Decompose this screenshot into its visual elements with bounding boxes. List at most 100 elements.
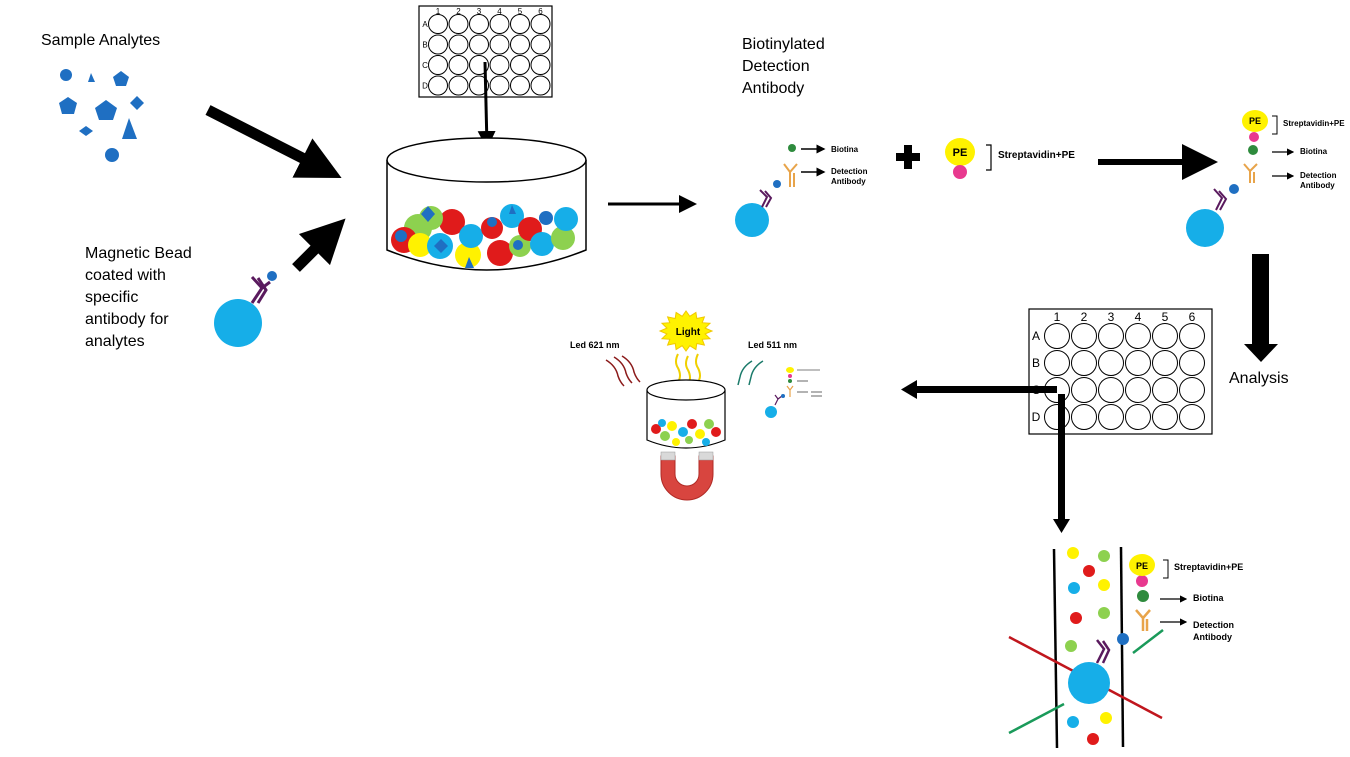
plate-well bbox=[510, 34, 530, 55]
plate-well bbox=[1071, 377, 1097, 403]
plate-well bbox=[1044, 323, 1070, 349]
flow-cell bbox=[1008, 546, 1188, 749]
analyte-diamond bbox=[79, 126, 93, 136]
magnetic-bead-line-1: Magnetic Bead bbox=[85, 245, 192, 262]
plate-well bbox=[1125, 350, 1151, 376]
plate-row-label: A bbox=[422, 20, 428, 29]
biotinylated-line-1: Biotinylated bbox=[742, 36, 825, 53]
plate-well bbox=[448, 14, 469, 34]
plate-row-label: B bbox=[1032, 356, 1040, 370]
led-621-label: Led 621 nm bbox=[570, 340, 620, 350]
analyte-triangle bbox=[88, 73, 95, 82]
plate-well bbox=[530, 34, 551, 55]
plate-well bbox=[489, 34, 510, 55]
detection-antibody-1-line-2: Antibody bbox=[831, 177, 866, 186]
plate-column-label: 5 bbox=[518, 7, 523, 16]
light-label: Light bbox=[676, 327, 701, 338]
arrow-plate-to-flowcell bbox=[1053, 394, 1070, 533]
plate-well bbox=[1152, 404, 1178, 430]
plate-column-label: 1 bbox=[436, 7, 441, 16]
plate-well bbox=[530, 55, 551, 75]
green-laser bbox=[1008, 702, 1065, 735]
streptavidin-pe-label-1: Streptavidin+PE bbox=[998, 150, 1075, 161]
plate-column-label: 5 bbox=[1162, 310, 1169, 324]
well-beads bbox=[391, 204, 578, 268]
pe-label-2: PE bbox=[1249, 116, 1261, 126]
biotinylated-line-2: Detection bbox=[742, 58, 810, 75]
magnetic-bead-line-2: coated with bbox=[85, 267, 166, 284]
analyte-shapes bbox=[59, 69, 144, 162]
analyte-pentagon bbox=[59, 97, 77, 114]
analyte-circle bbox=[60, 69, 72, 81]
reaction-well bbox=[386, 137, 587, 271]
analyte-pentagon bbox=[95, 100, 117, 120]
plate-well bbox=[1125, 323, 1151, 349]
plate-well bbox=[1152, 350, 1178, 376]
plate-column-label: 6 bbox=[1189, 310, 1196, 324]
detection-antibody-3-line-2: Antibody bbox=[1193, 632, 1232, 642]
plate-row-label: D bbox=[1032, 410, 1041, 424]
plate-well bbox=[1179, 377, 1205, 403]
biotina-label-1: Biotina bbox=[831, 145, 859, 154]
sample-analytes-label: Sample Analytes bbox=[41, 32, 161, 49]
biotina-label-3: Biotina bbox=[1193, 593, 1224, 603]
plate-row-label: D bbox=[422, 81, 428, 90]
plate-well bbox=[510, 55, 530, 75]
plate-column-label: 2 bbox=[1081, 310, 1088, 324]
magnetic-bead-line-4: antibody for bbox=[85, 311, 169, 328]
detection-antibody-label-3: Detection Antibody bbox=[1193, 619, 1234, 643]
biotinylated-line-3: Antibody bbox=[742, 80, 805, 97]
plate-well bbox=[489, 75, 510, 96]
arrow-down-analysis bbox=[1244, 254, 1278, 362]
plate-well bbox=[428, 34, 448, 55]
plate-well bbox=[1098, 377, 1124, 403]
arrow-analytes-to-well bbox=[205, 105, 342, 178]
plate-column-label: 1 bbox=[1054, 310, 1061, 324]
plate-column-label: 6 bbox=[538, 7, 543, 16]
plate-well bbox=[1179, 350, 1205, 376]
plate-row-label: B bbox=[422, 40, 427, 49]
plate-well bbox=[1152, 323, 1178, 349]
arrow-plate-to-reader bbox=[901, 380, 1057, 399]
magnetic-bead-line-3: specific bbox=[85, 289, 139, 306]
plate-well bbox=[1098, 350, 1124, 376]
plate-well bbox=[1071, 404, 1097, 430]
plate-well bbox=[1125, 377, 1151, 403]
biotina-label-2: Biotina bbox=[1300, 147, 1328, 156]
plus-icon bbox=[896, 145, 920, 169]
plate-well bbox=[1044, 404, 1070, 430]
plate-well bbox=[530, 14, 551, 34]
plate-well bbox=[510, 75, 530, 96]
plate-well bbox=[469, 34, 489, 55]
pe-label-1: PE bbox=[953, 147, 968, 159]
biotinylated-label: Biotinylated Detection Antibody bbox=[742, 34, 825, 100]
pe-streptavidin-1 bbox=[945, 138, 992, 179]
detection-antibody-2-line-2: Antibody bbox=[1300, 181, 1335, 190]
plate-column-label: 2 bbox=[456, 7, 461, 16]
detection-antibody-label-2: Detection Antibody bbox=[1300, 171, 1336, 191]
plate-well bbox=[1098, 404, 1124, 430]
detection-antibody-label-1: Detection Antibody bbox=[831, 167, 867, 187]
detection-antibody-3-line-1: Detection bbox=[1193, 620, 1235, 630]
plate-well bbox=[448, 34, 469, 55]
plate-well bbox=[1044, 350, 1070, 376]
plate-well bbox=[510, 14, 530, 34]
plate-well bbox=[530, 75, 551, 96]
plate-well bbox=[1071, 350, 1097, 376]
plate-column-label: 4 bbox=[1135, 310, 1142, 324]
streptavidin-pe-label-2: Streptavidin+PE bbox=[1283, 119, 1345, 128]
plate-well bbox=[489, 55, 510, 75]
full-complex bbox=[1186, 110, 1295, 247]
analyte-diamond bbox=[130, 96, 144, 110]
plate-well bbox=[428, 55, 448, 75]
plate-well bbox=[469, 14, 489, 34]
plate-row-label: A bbox=[1032, 329, 1040, 343]
plate-well bbox=[428, 14, 448, 34]
analyte-pentagon bbox=[113, 71, 129, 86]
plate-well bbox=[1125, 404, 1151, 430]
arrow-beads-to-well bbox=[292, 218, 346, 272]
detection-antibody-2-line-1: Detection bbox=[1300, 171, 1337, 180]
magnetic-bead-line-5: analytes bbox=[85, 333, 145, 350]
